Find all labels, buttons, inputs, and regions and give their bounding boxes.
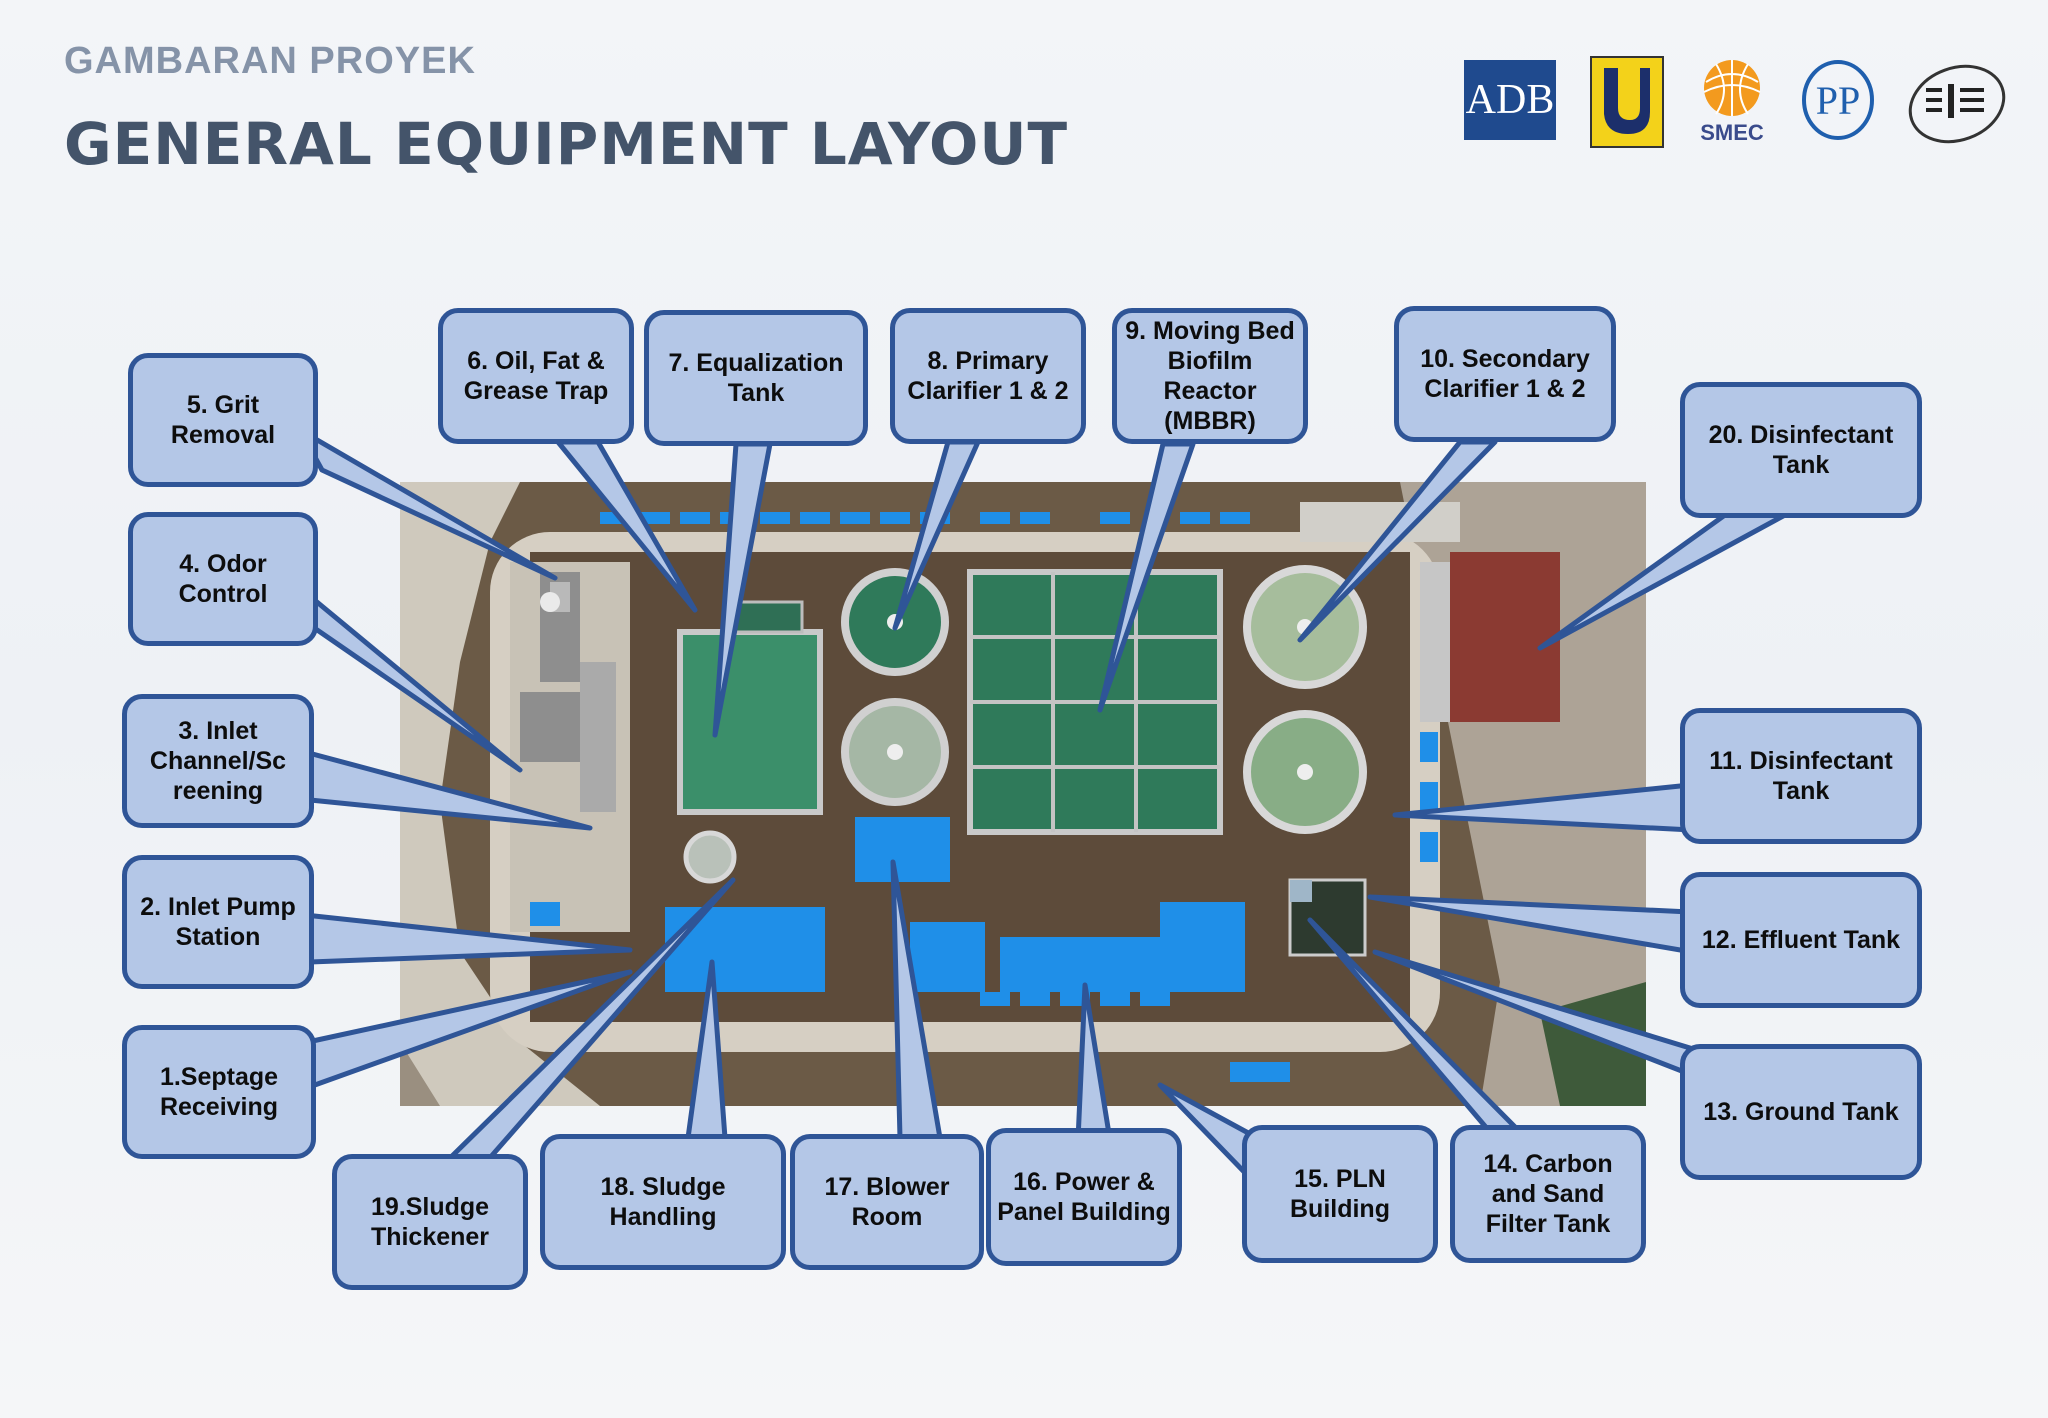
leader-18 — [685, 959, 728, 1141]
leader-9 — [1097, 441, 1196, 713]
leader-12 — [1367, 894, 1695, 955]
smec-logo: SMEC — [1692, 56, 1772, 146]
label-septage-receiving: 1.Septage Receiving — [122, 1025, 316, 1159]
page-title: GENERAL EQUIPMENT LAYOUT — [64, 110, 1069, 178]
label-disinfectant-tank-11: 11. Disinfectant Tank — [1680, 708, 1922, 844]
label-power-panel-building: 16. Power & Panel Building — [986, 1128, 1182, 1266]
adb-logo: ADB — [1464, 60, 1556, 140]
leader-20 — [1537, 512, 1788, 651]
label-carbon-sand-filter: 14. Carbon and Sand Filter Tank — [1450, 1125, 1646, 1263]
label-primary-clarifier: 8. Primary Clarifier 1 & 2 — [890, 308, 1086, 444]
label-sludge-thickener: 19.Sludge Thickener — [332, 1154, 528, 1290]
label-disinfectant-tank-20: 20. Disinfectant Tank — [1680, 382, 1922, 518]
label-oil-fat-grease-trap: 6. Oil, Fat & Grease Trap — [438, 308, 634, 444]
pupr-logo — [1590, 56, 1664, 148]
leader-13 — [1372, 949, 1713, 1085]
leader-5 — [297, 427, 558, 581]
partner-logos: ADB SMEC PP — [1460, 54, 2020, 154]
pp-logo-text: PP — [1816, 78, 1861, 123]
label-inlet-channel: 3. Inlet Channel/Sc reening — [122, 694, 314, 828]
label-odor-control: 4. Odor Control — [128, 512, 318, 646]
leader-4 — [297, 585, 523, 773]
page-subtitle: GAMBARAN PROYEK — [64, 40, 476, 82]
leader-14 — [1307, 917, 1523, 1135]
leader-17 — [890, 859, 943, 1141]
leader-8 — [892, 439, 981, 631]
label-pln-building: 15. PLN Building — [1242, 1125, 1438, 1263]
label-blower-room: 17. Blower Room — [790, 1134, 984, 1270]
label-grit-removal: 5. Grit Removal — [128, 353, 318, 487]
leader-3 — [302, 749, 593, 831]
label-equalization-tank: 7. Equalization Tank — [644, 310, 868, 446]
label-mbbr: 9. Moving Bed Biofilm Reactor (MBBR) — [1112, 308, 1308, 444]
smec-logo-text: SMEC — [1700, 120, 1764, 145]
label-sludge-handling: 18. Sludge Handling — [540, 1134, 786, 1270]
label-effluent-tank: 12. Effluent Tank — [1680, 872, 1922, 1008]
pp-logo: PP — [1800, 58, 1876, 142]
leader-16 — [1075, 982, 1113, 1143]
label-inlet-pump-station: 2. Inlet Pump Station — [122, 855, 314, 989]
label-secondary-clarifier: 10. Secondary Clarifier 1 & 2 — [1394, 306, 1616, 442]
label-ground-tank: 13. Ground Tank — [1680, 1044, 1922, 1180]
leader-11 — [1392, 782, 1695, 833]
leader-7 — [712, 441, 773, 738]
leader-6 — [555, 439, 698, 613]
leader-2 — [302, 912, 633, 965]
leader-10 — [1297, 439, 1498, 643]
contractor-logo — [1904, 54, 2010, 148]
